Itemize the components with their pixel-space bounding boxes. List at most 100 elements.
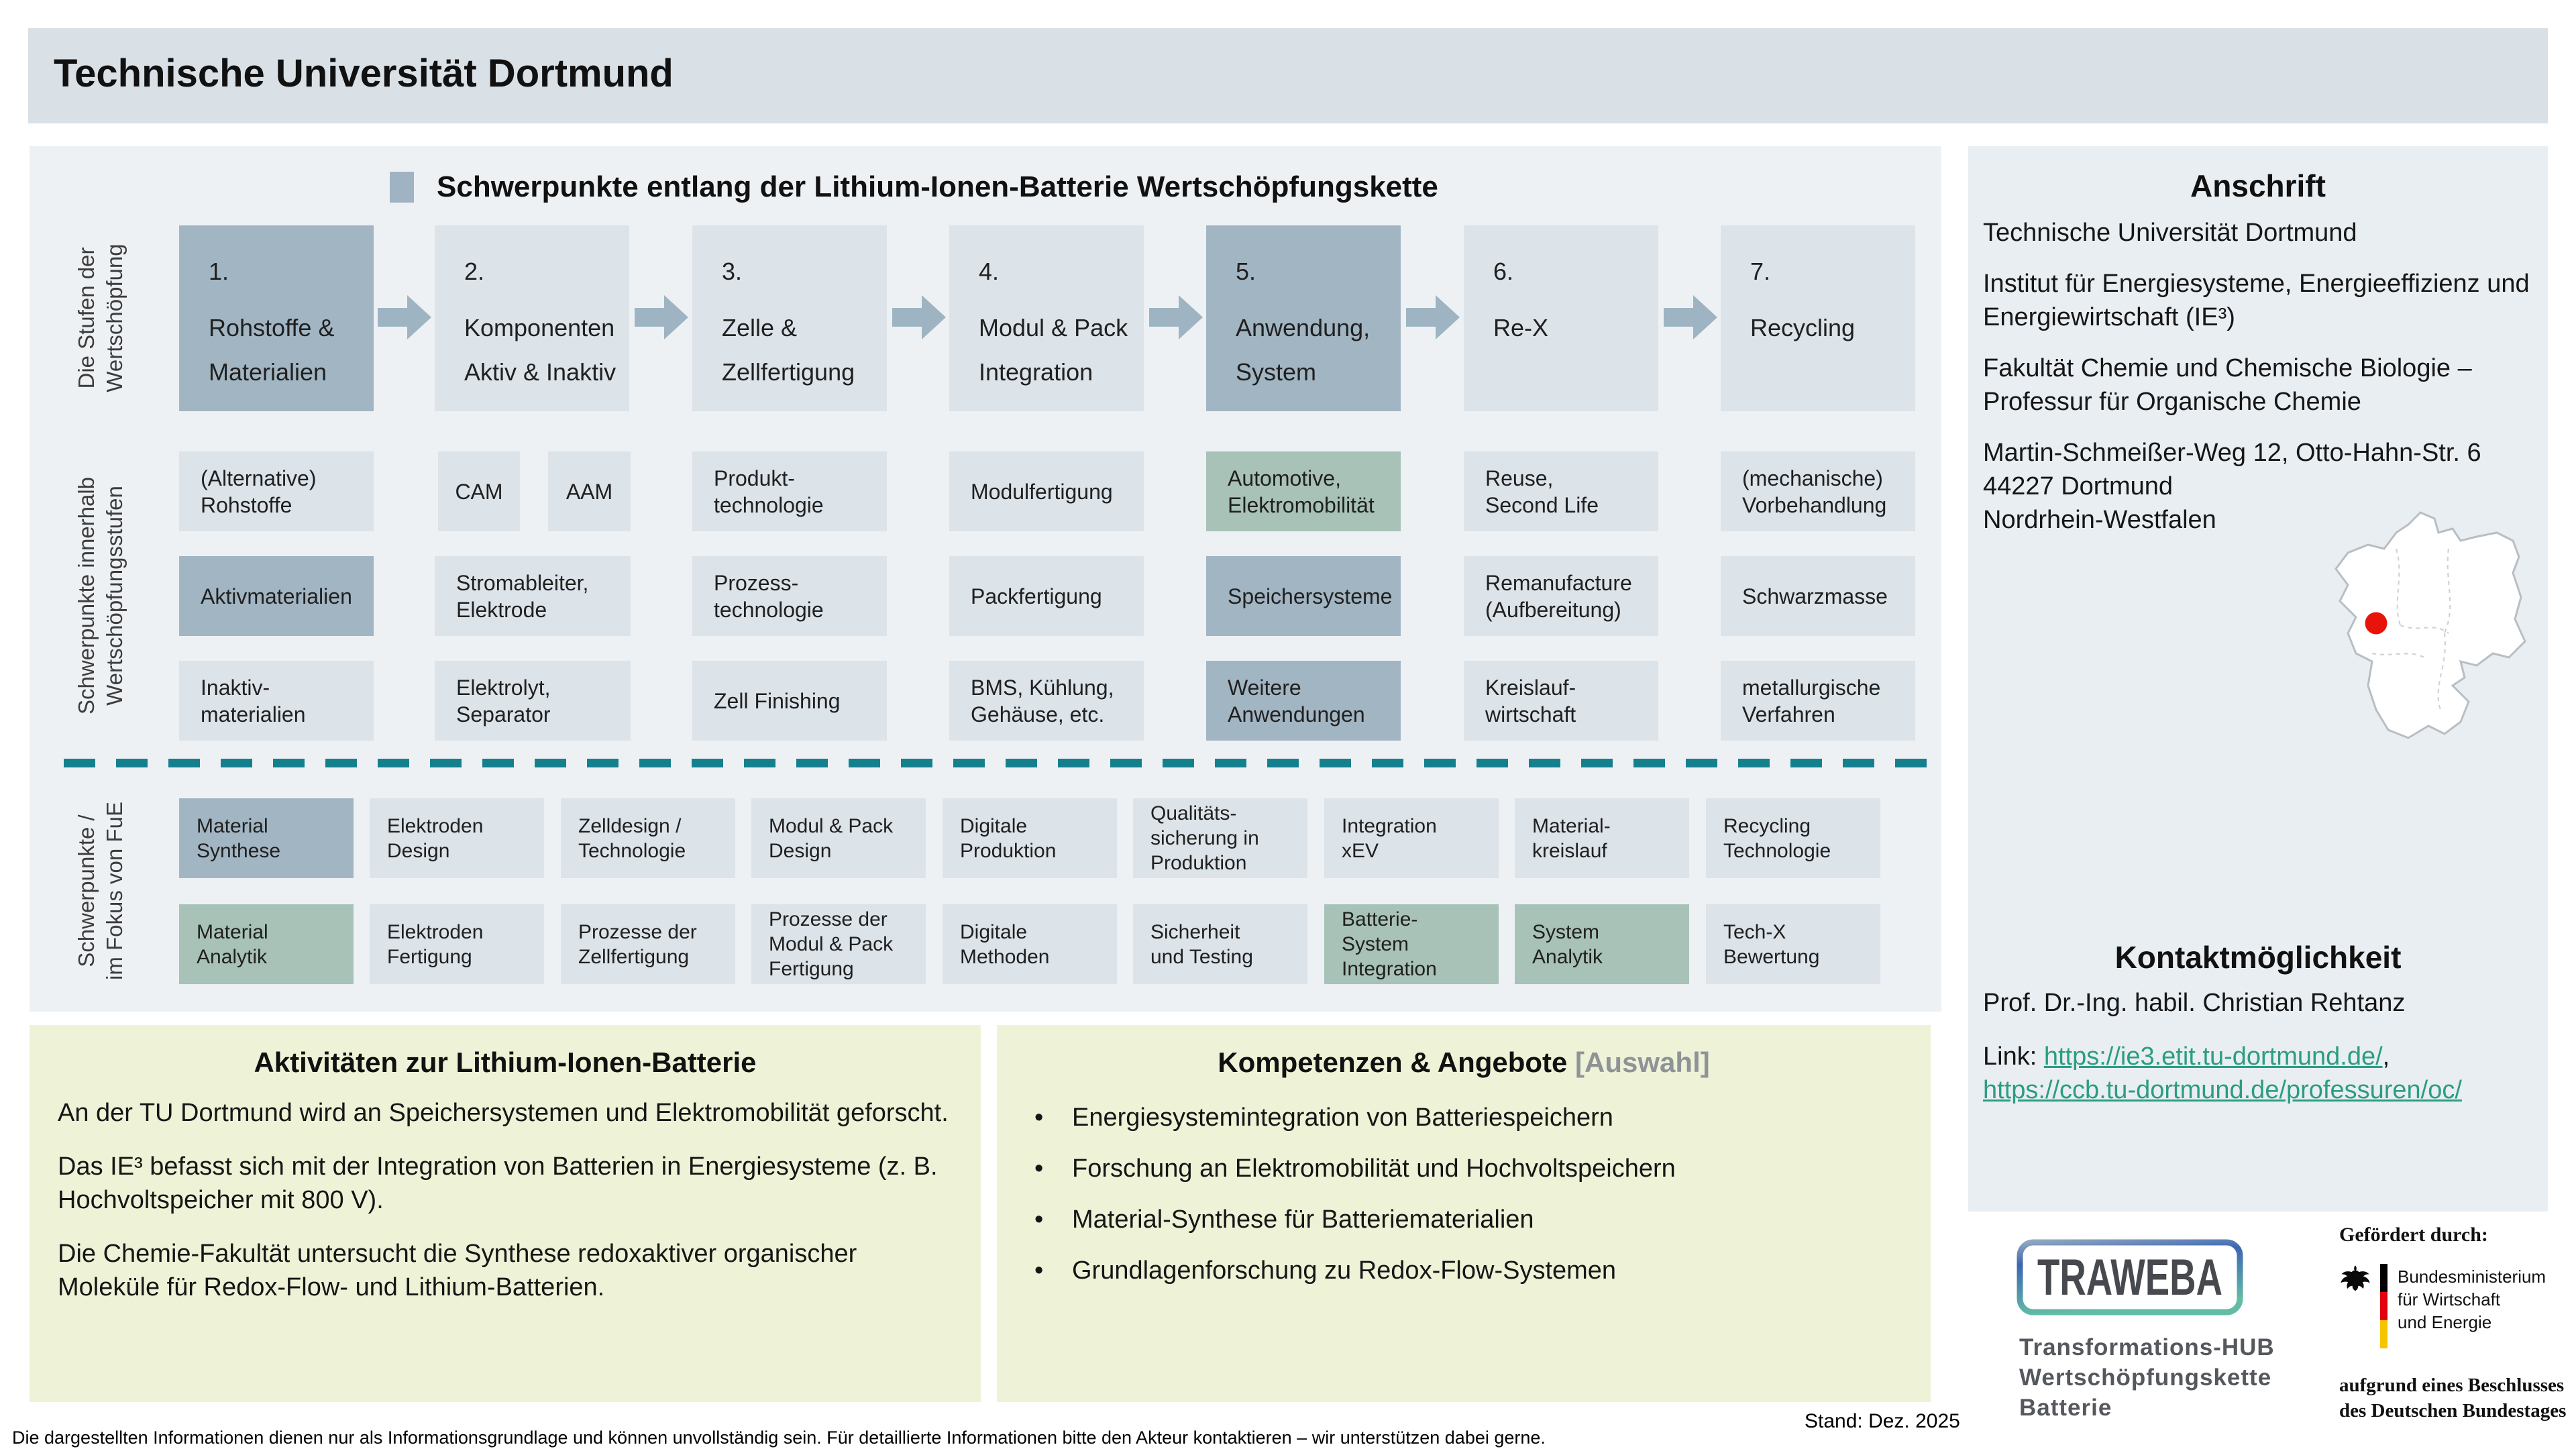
traweba-wordmark: TRAWEBA [2037, 1249, 2222, 1306]
band-cell: (Alternative) Rohstoffe [179, 451, 374, 531]
list-item: Grundlagenforschung zu Redox-Flow-System… [1034, 1254, 1911, 1287]
fue-cell: Tech-X Bewertung [1706, 904, 1880, 984]
activities-box: Aktivitäten zur Lithium-Ionen-Batterie A… [30, 1025, 981, 1402]
stage-box-5: 5. Anwendung, System [1206, 225, 1401, 411]
competences-title-suffix: [Auswahl] [1567, 1046, 1710, 1078]
fue-cell: Zelldesign / Technologie [561, 798, 735, 878]
chevron-arrow-icon [378, 295, 431, 339]
band-cell-aam: AAM [548, 451, 631, 531]
fue-cell: Material- kreislauf [1515, 798, 1689, 878]
band-cell-highlight-blue: Speichersysteme [1206, 556, 1401, 636]
stage-box-1: 1. Rohstoffe & Materialien [179, 225, 374, 411]
stage-number: 3. [722, 258, 743, 285]
funding-note: aufgrund eines Beschlusses des Deutschen… [2339, 1375, 2567, 1421]
flag-bar-icon [2380, 1264, 2387, 1348]
fue-cell-highlight-green: Material Analytik [179, 904, 354, 984]
stand-date: Stand: Dez. 2025 [1805, 1410, 1960, 1432]
band-cell: Stromableiter, Elektrode [435, 556, 631, 636]
activities-paragraph: An der TU Dortmund wird an Speichersyste… [58, 1099, 949, 1127]
fue-cell-highlight-green: Batterie- System Integration [1324, 904, 1499, 984]
band-cell: Modulfertigung [949, 451, 1144, 531]
link-ie3[interactable]: https://ie3.etit.tu-dortmund.de/ [2043, 1042, 2383, 1071]
stage-name: Recycling [1750, 314, 1856, 341]
stage-box-6: 6. Re-X [1464, 225, 1658, 411]
germany-map [2334, 511, 2526, 739]
band-cell: Reuse, Second Life [1464, 451, 1658, 531]
link-ccb[interactable]: https://ccb.tu-dortmund.de/professuren/o… [1983, 1076, 2462, 1104]
competences-list: Energiesystemintegration von Batteriespe… [997, 1079, 1931, 1287]
traweba-subtitle: Transformations-HUB Wertschöpfungskette … [2019, 1334, 2275, 1421]
page-title: Technische Universität Dortmund [54, 52, 674, 95]
band-cell: Remanufacture (Aufbereitung) [1464, 556, 1658, 636]
address-line: Fakultät Chemie und Chemische Biologie –… [1983, 354, 2472, 416]
band-cell: Elektrolyt, Separator [435, 661, 631, 741]
header-bar: Technische Universität Dortmund [28, 28, 2548, 123]
stage-name: Rohstoffe & Materialien [209, 314, 335, 386]
stage-number: 1. [209, 258, 229, 285]
activities-text: An der TU Dortmund wird an Speichersyste… [30, 1079, 981, 1304]
band-cell-highlight-green: Automotive, Elektromobilität [1206, 451, 1401, 531]
fue-cell: Qualitäts- sicherung in Produktion [1133, 798, 1307, 878]
fue-cell-highlight-green: System Analytik [1515, 904, 1689, 984]
location-dot [2365, 612, 2387, 635]
address-line: Institut für Energiesysteme, Energieeffi… [1983, 270, 2530, 331]
chevron-arrow-icon [892, 295, 946, 339]
band-cell: metallurgische Verfahren [1721, 661, 1915, 741]
fue-cell: Elektroden Fertigung [370, 904, 544, 984]
traweba-logo: TRAWEBA [2017, 1239, 2243, 1316]
fue-cell: Prozesse der Zellfertigung [561, 904, 735, 984]
stage-box-3: 3. Zelle & Zellfertigung [692, 225, 887, 411]
anschrift-title: Anschrift [2190, 168, 2326, 203]
stage-number: 5. [1236, 258, 1256, 285]
ministry-name: Bundesministerium für Wirtschaft und Ene… [2398, 1267, 2546, 1332]
kontakt-title: Kontaktmöglichkeit [2114, 940, 2402, 975]
band-cell: Prozess- technologie [692, 556, 887, 636]
fue-cell: Prozesse der Modul & Pack Fertigung [751, 904, 926, 984]
list-item: Energiesystemintegration von Batteriespe… [1034, 1102, 1911, 1134]
band-cell: Inaktiv- materialien [179, 661, 374, 741]
federal-eagle-icon [2341, 1265, 2370, 1291]
band-cell: Zell Finishing [692, 661, 887, 741]
band-cell: Schwarzmasse [1721, 556, 1915, 636]
band-cell: (mechanische) Vorbehandlung [1721, 451, 1915, 531]
fue-cell: Digitale Methoden [943, 904, 1117, 984]
sidebar: Anschrift Technische Universität Dortmun… [1968, 146, 2548, 1212]
address-line: Technische Universität Dortmund [1983, 219, 2357, 247]
activities-paragraph: Die Chemie-Fakultät untersucht die Synth… [58, 1240, 857, 1301]
stage-number: 6. [1493, 258, 1514, 285]
competences-box: Kompetenzen & Angebote [Auswahl] Energie… [997, 1025, 1931, 1402]
band-cell: BMS, Kühlung, Gehäuse, etc. [949, 661, 1144, 741]
stage-name: Zelle & Zellfertigung [722, 314, 855, 386]
stage-box-2: 2. Komponenten Aktiv & Inaktiv [435, 225, 629, 411]
band-cell-highlight-blue: Aktivmaterialien [179, 556, 374, 636]
competences-title: Kompetenzen & Angebote [Auswahl] [997, 1046, 1931, 1079]
chevron-arrow-icon [1664, 295, 1717, 339]
band-cell: Packfertigung [949, 556, 1144, 636]
stage-box-4: 4. Modul & Pack Integration [949, 225, 1144, 411]
list-item: Forschung an Elektromobilität und Hochvo… [1034, 1152, 1911, 1185]
contact-name: Prof. Dr.-Ing. habil. Christian Rehtanz [1983, 989, 2406, 1017]
stage-name: Modul & Pack Integration [979, 314, 1128, 386]
stage-box-7: 7. Recycling [1721, 225, 1915, 411]
fue-cell: Modul & Pack Design [751, 798, 926, 878]
fue-cell: Recycling Technologie [1706, 798, 1880, 878]
title-square-icon [390, 172, 414, 203]
address-block: Technische Universität Dortmund Institut… [1983, 216, 2534, 554]
fue-cell: Integration xEV [1324, 798, 1499, 878]
stage-number: 7. [1750, 258, 1771, 285]
list-item: Material-Synthese für Batteriematerialie… [1034, 1203, 1911, 1236]
stage-name: Komponenten Aktiv & Inaktiv [464, 314, 616, 386]
activities-paragraph: Das IE³ befasst sich mit der Integration… [58, 1152, 938, 1214]
chevron-arrow-icon [1149, 295, 1203, 339]
fue-cell: Elektroden Design [370, 798, 544, 878]
stage-name: Re-X [1493, 314, 1549, 341]
fue-cell-highlight-blue: Material Synthese [179, 798, 354, 878]
band-cell: Produkt- technologie [692, 451, 887, 531]
kontakt-block: Prof. Dr.-Ing. habil. Christian Rehtanz … [1983, 986, 2534, 1107]
chevron-arrow-icon [1406, 295, 1460, 339]
link-separator: , [2382, 1042, 2390, 1071]
activities-title: Aktivitäten zur Lithium-Ionen-Batterie [254, 1046, 757, 1078]
value-chain-panel: Schwerpunkte entlang der Lithium-Ionen-B… [30, 146, 1941, 1012]
chevron-arrow-icon [635, 295, 688, 339]
band-cell-highlight-blue: Weitere Anwendungen [1206, 661, 1401, 741]
